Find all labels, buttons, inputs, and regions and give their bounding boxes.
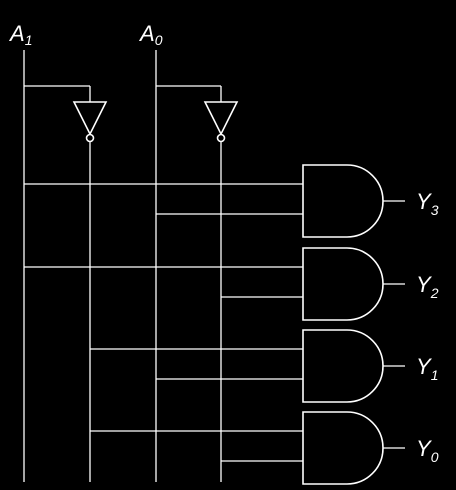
inverter-bubble-a1 xyxy=(85,133,95,143)
output-label-y1: Y1 xyxy=(416,354,438,383)
and-gate-y3 xyxy=(302,164,384,238)
and-gate-y2 xyxy=(302,247,384,321)
input-label-a1: A1 xyxy=(8,21,32,48)
output-label-y3: Y3 xyxy=(416,189,439,218)
output-label-y2: Y2 xyxy=(416,272,439,301)
not-gate-a1 xyxy=(72,101,108,136)
and-gate-y1 xyxy=(302,329,384,403)
not-gate-a0 xyxy=(203,101,239,136)
output-label-y0: Y0 xyxy=(416,436,439,465)
inverter-bubble-a0 xyxy=(216,133,226,143)
and-gate-y0 xyxy=(302,411,384,485)
input-label-a0: A0 xyxy=(138,21,163,48)
